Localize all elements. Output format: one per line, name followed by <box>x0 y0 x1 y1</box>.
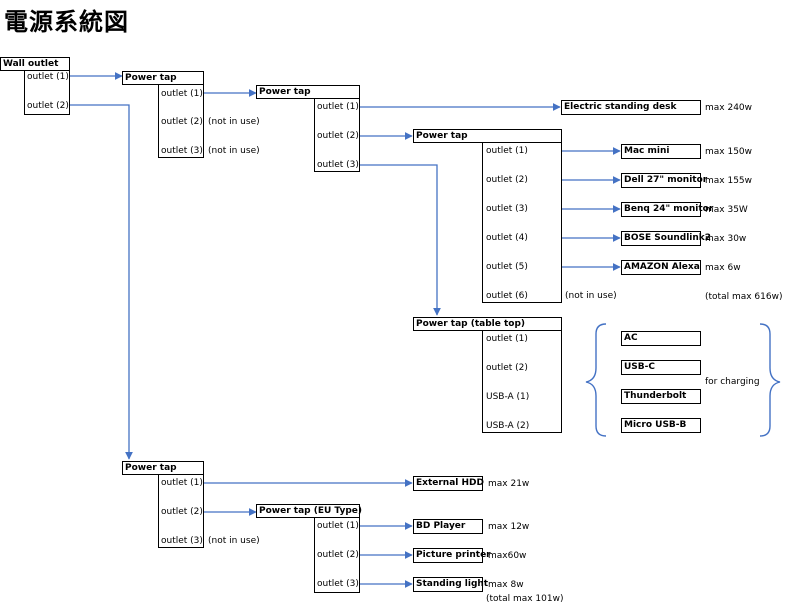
device-dell-monitor: Dell 27" monitor <box>621 173 707 188</box>
power-standing-light: max 8w <box>488 580 524 590</box>
total-tapC: (total max 616w) <box>705 292 783 302</box>
tapA-note-2: (not in use) <box>208 117 260 127</box>
tapA-note-3: (not in use) <box>208 146 260 156</box>
power-benq-monitor: max 35W <box>705 205 748 215</box>
wire-tapB3-tapTable <box>357 164 441 316</box>
tapD-outlet-3: outlet (3) <box>161 536 203 546</box>
tapB-outlet-3: outlet (3) <box>317 160 359 170</box>
tapEU-outlet-3: outlet (3) <box>317 579 359 589</box>
tapC-note-6: (not in use) <box>565 291 617 301</box>
tapEU-outlet-2: outlet (2) <box>317 550 359 560</box>
tapC-header: Power tap <box>413 129 562 143</box>
tapC-body <box>482 142 562 303</box>
tapA-header: Power tap <box>122 71 204 85</box>
tapTable-outlet-2: outlet (2) <box>486 363 528 373</box>
tapTable-usb-a-2: USB-A (2) <box>486 421 530 431</box>
tapC-outlet-1: outlet (1) <box>486 146 528 156</box>
device-bose-soundlink: BOSE Soundlink2 <box>621 231 711 246</box>
tapD-note-3: (not in use) <box>208 536 260 546</box>
wire-wall2-tapD <box>68 104 133 460</box>
tapTable-usb-a-1: USB-A (1) <box>486 392 530 402</box>
power-external-hdd: max 21w <box>488 479 530 489</box>
tapB-outlet-2: outlet (2) <box>317 131 359 141</box>
tapD-outlet-1: outlet (1) <box>161 478 203 488</box>
device-electric-standing-desk: Electric standing desk <box>561 100 701 115</box>
charge-usb-c: USB-C <box>621 360 701 375</box>
device-mac-mini: Mac mini <box>621 144 701 159</box>
tapB-outlet-1: outlet (1) <box>317 102 359 112</box>
tapA-outlet-1: outlet (1) <box>161 89 203 99</box>
left-brace <box>585 323 607 437</box>
tapEU-outlet-1: outlet (1) <box>317 521 359 531</box>
wall-outlet-1: outlet (1) <box>27 72 69 82</box>
tapA-outlet-3: outlet (3) <box>161 146 203 156</box>
device-amazon-alexa: AMAZON Alexa <box>621 260 701 275</box>
for-charging-label: for charging <box>705 377 760 387</box>
charge-ac: AC <box>621 331 701 346</box>
device-bd-player: BD Player <box>413 519 483 534</box>
wall-outlet-header: Wall outlet <box>0 57 70 71</box>
page-title: 電源系統図 <box>4 8 129 36</box>
tapTable-body <box>482 330 562 433</box>
tapTable-outlet-1: outlet (1) <box>486 334 528 344</box>
tapD-header: Power tap <box>122 461 204 475</box>
tapD-body <box>158 474 204 548</box>
tapEU-header: Power tap (EU Type) <box>256 504 362 518</box>
tapD-outlet-2: outlet (2) <box>161 507 203 517</box>
tapEU-body <box>314 517 360 593</box>
device-benq-monitor: Benq 24" monitor <box>621 202 713 217</box>
device-external-hdd: External HDD <box>413 476 484 491</box>
device-standing-light: Standing light <box>413 577 488 592</box>
charge-micro-usb-b: Micro USB-B <box>621 418 701 433</box>
power-mac-mini: max 150w <box>705 147 753 157</box>
tapB-header: Power tap <box>256 85 360 99</box>
total-tapEU: (total max 101w) <box>486 594 564 604</box>
tapTable-header: Power tap (table top) <box>413 317 562 331</box>
power-amazon-alexa: max 6w <box>705 263 741 273</box>
power-electric-standing-desk: max 240w <box>705 103 753 113</box>
tapC-outlet-6: outlet (6) <box>486 291 528 301</box>
charge-thunderbolt: Thunderbolt <box>621 389 701 404</box>
tapC-outlet-3: outlet (3) <box>486 204 528 214</box>
power-bd-player: max 12w <box>488 522 530 532</box>
wall-outlet-2: outlet (2) <box>27 101 69 111</box>
right-brace <box>759 323 781 437</box>
tapC-outlet-5: outlet (5) <box>486 262 528 272</box>
power-bose-soundlink: max 30w <box>705 234 747 244</box>
device-picture-printer: Picture printer <box>413 548 491 563</box>
tapC-outlet-4: outlet (4) <box>486 233 528 243</box>
tapA-outlet-2: outlet (2) <box>161 117 203 127</box>
power-dell-monitor: max 155w <box>705 176 753 186</box>
tapC-outlet-2: outlet (2) <box>486 175 528 185</box>
power-picture-printer: max60w <box>488 551 527 561</box>
